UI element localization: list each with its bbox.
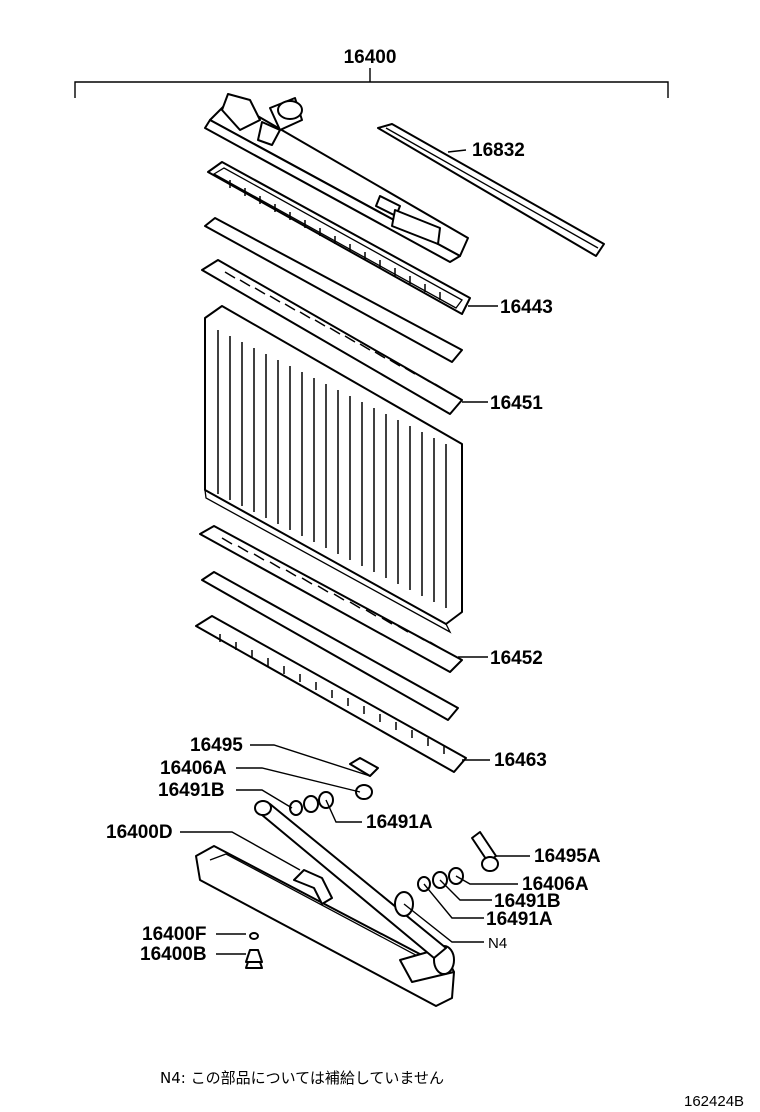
lower-plate-16452 (199, 525, 463, 673)
label-16832: 16832 (472, 140, 525, 161)
upper-seal-strip (377, 123, 605, 257)
lower-o-ring-gasket (201, 571, 459, 721)
label-16463: 16463 (494, 750, 547, 771)
upper-o-ring-gasket (204, 217, 463, 363)
upper-tank (204, 93, 469, 263)
label-16443: 16443 (500, 297, 553, 318)
upper-gasket-16443 (207, 161, 471, 315)
label-16451: 16451 (490, 393, 543, 414)
label-16400F: 16400F (142, 924, 206, 945)
label-16400D: 16400D (106, 822, 173, 843)
label-16495: 16495 (190, 735, 243, 756)
drain-plug-16400B (245, 932, 263, 969)
radiator-core (204, 305, 463, 634)
washers-left (289, 791, 334, 816)
assembly-label: 16400 (344, 47, 397, 68)
label-16406A-right: 16406A (522, 874, 589, 895)
label-16400B: 16400B (140, 944, 207, 965)
lower-gasket-16463 (195, 615, 467, 773)
label-16491A-left: 16491A (366, 812, 433, 833)
lower-tank (195, 845, 455, 1007)
label-16495A: 16495A (534, 846, 601, 867)
label-16452: 16452 (490, 648, 543, 669)
upper-plate-16451 (201, 259, 463, 415)
label-n4: N4 (488, 935, 507, 952)
label-16491A-right: 16491A (486, 909, 553, 930)
washers-right (417, 867, 464, 892)
label-16406A-left: 16406A (160, 758, 227, 779)
diagram-number: 162424B (684, 1093, 744, 1110)
assembly-bracket: 16400 (74, 47, 669, 98)
label-16491B-right: 16491B (494, 891, 561, 912)
fitting-16495 (349, 757, 379, 800)
label-16491B-left: 16491B (158, 780, 225, 801)
footnote: N4: この部品については補給していません (160, 1069, 444, 1087)
leader-lines (180, 149, 530, 955)
oil-cooler-16400D (254, 800, 447, 959)
fitting-16495A (471, 831, 499, 872)
